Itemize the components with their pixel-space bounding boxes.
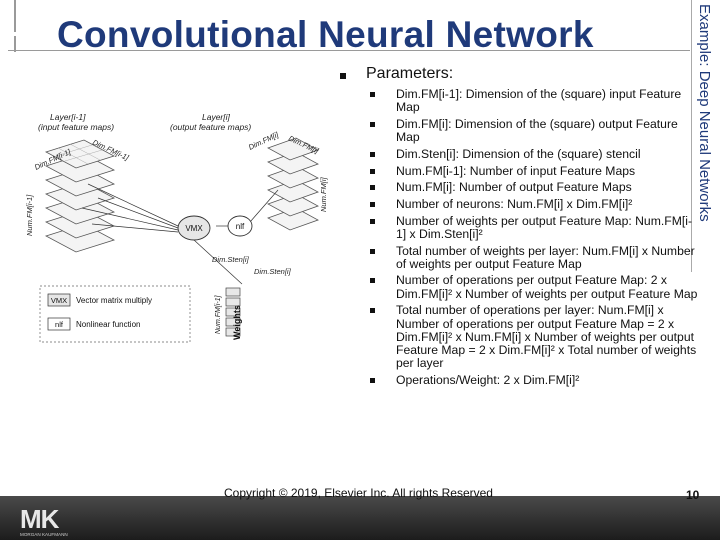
output-layer-sublabel: (output feature maps) — [170, 122, 251, 132]
list-item-text: Dim.Sten[i]: Dimension of the (square) s… — [396, 146, 641, 161]
bullet-marker — [370, 151, 375, 157]
bullet-marker — [370, 168, 375, 174]
list-item: Num.FM[i-1]: Number of input Feature Map… — [370, 163, 700, 178]
bullet-marker — [370, 278, 375, 284]
list-item-text: Number of neurons: Num.FM[i] x Dim.FM[i]… — [396, 196, 633, 211]
dim-sten-label-2: Dim.Sten[i] — [254, 267, 292, 276]
legend-vmx-key: VMX — [51, 296, 67, 305]
list-item-text: Num.FM[i-1]: Number of input Feature Map… — [396, 163, 636, 178]
weights-num-fm-label: Num.FM[i-1] — [215, 294, 222, 334]
nlf-node-label: nlf — [236, 222, 245, 231]
list-item: Number of operations per output Feature … — [370, 274, 700, 300]
list-item: Dim.FM[i]: Dimension of the (square) out… — [370, 116, 700, 145]
nlf-node — [227, 215, 253, 237]
list-item: Dim.FM[i-1]: Dimension of the (square) i… — [370, 87, 700, 115]
list-item: Operations/Weight: 2 x Dim.FM[i]² — [370, 372, 700, 387]
bullet-marker — [370, 201, 375, 207]
legend-box — [39, 285, 191, 343]
list-item-text: Total number of weights per layer: Num.F… — [396, 243, 695, 271]
slide-title: Convolutional Neural Network — [57, 14, 594, 55]
legend-nlf-text: Nonlinear function — [76, 320, 140, 329]
dim-sten-label-1: Dim.Sten[i] — [212, 255, 250, 264]
legend-vmx-swatch — [47, 293, 71, 307]
weights-label: Weights — [232, 305, 242, 340]
input-layer-sublabel: (input feature maps) — [38, 122, 114, 132]
output-feature-map-stack — [267, 137, 319, 231]
list-item: Dim.Sten[i]: Dimension of the (square) s… — [370, 146, 700, 161]
connection-lines — [81, 183, 279, 285]
publisher-logo: MK MORGAN KAUFMANN — [20, 504, 68, 537]
diagram-legend: VMX Vector matrix multiply nlf Nonlinear… — [39, 285, 191, 343]
list-item-text: Number of operations per output Feature … — [396, 273, 698, 301]
list-item-text: Dim.FM[i]: Dimension of the (square) out… — [396, 116, 678, 145]
parameter-list: Dim.FM[i-1]: Dimension of the (square) i… — [370, 87, 700, 391]
bullet-marker — [370, 185, 375, 191]
bullet-marker — [370, 121, 375, 127]
input-feature-map-stack — [44, 139, 116, 253]
vmx-node — [177, 215, 211, 241]
header-accent-bar — [14, 0, 16, 32]
bullet-marker — [370, 248, 375, 254]
legend-vmx-text: Vector matrix multiply — [76, 296, 152, 305]
cnn-layer-diagram: Layer[i-1] (input feature maps) Layer[i]… — [25, 112, 328, 343]
bullet-marker — [370, 218, 375, 224]
bullet-marker — [370, 308, 375, 314]
output-num-fm-label: Num.FM[i] — [319, 177, 328, 212]
weights-stack — [225, 287, 241, 337]
list-item-text: Dim.FM[i-1]: Dimension of the (square) i… — [396, 87, 682, 115]
list-item: Total number of operations per layer: Nu… — [370, 304, 700, 370]
bullet-marker — [370, 377, 375, 383]
list-item: Num.FM[i]: Number of output Feature Maps — [370, 181, 700, 194]
header-rule — [8, 50, 690, 51]
legend-nlf-swatch — [47, 317, 71, 331]
bullet-marker — [370, 92, 375, 97]
copyright-notice: Copyright © 2019, Elsevier Inc. All righ… — [224, 486, 493, 500]
list-item: Total number of weights per layer: Num.F… — [370, 243, 700, 271]
side-title-divider — [691, 0, 692, 272]
input-num-fm-label: Num.FM[i-1] — [25, 194, 34, 236]
header-accent-bar-lower — [14, 36, 16, 52]
vmx-node-label: VMX — [185, 224, 203, 233]
footer-bar — [0, 496, 720, 540]
input-layer-label: Layer[i-1] — [50, 112, 86, 122]
list-item-text: Num.FM[i]: Number of output Feature Maps — [396, 180, 632, 195]
legend-nlf-key: nlf — [55, 320, 64, 329]
page-number: 10 — [686, 488, 700, 502]
logo-letters: MK — [20, 504, 60, 534]
output-layer-label: Layer[i] — [202, 112, 231, 122]
logo-wordmark: MORGAN KAUFMANN — [20, 532, 68, 537]
list-item: Number of neurons: Num.FM[i] x Dim.FM[i]… — [370, 196, 700, 211]
list-item: Number of weights per output Feature Map… — [370, 213, 700, 241]
list-item-text: Operations/Weight: 2 x Dim.FM[i]² — [396, 372, 580, 387]
list-item-text: Total number of operations per layer: Nu… — [396, 303, 697, 371]
list-item-text: Number of weights per output Feature Map… — [396, 213, 692, 241]
parameters-heading: Parameters: — [366, 65, 454, 82]
main-bullet-marker — [340, 73, 346, 79]
input-grid-lines — [55, 143, 103, 165]
